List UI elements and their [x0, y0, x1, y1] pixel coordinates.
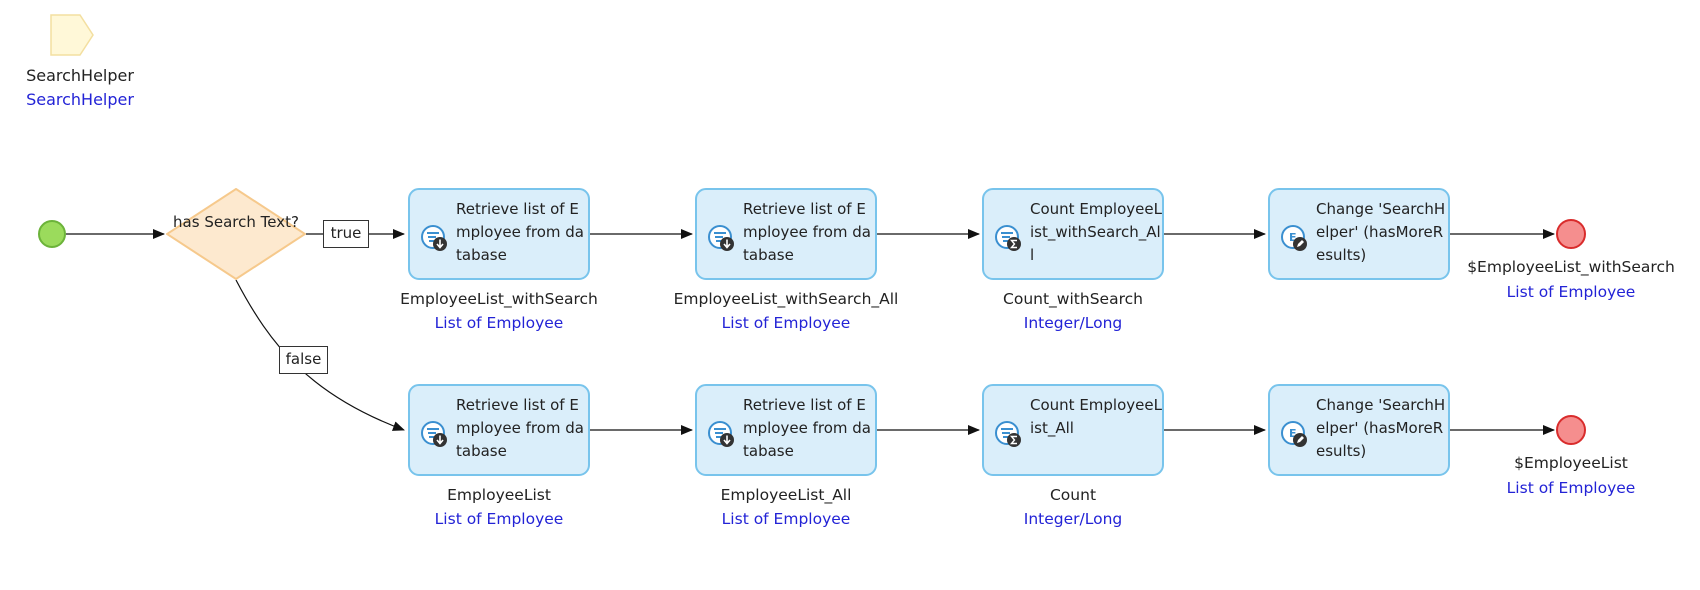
- aggregate-icon: [995, 225, 1021, 251]
- start-event[interactable]: [38, 220, 66, 248]
- output-variable-type: List of Employee: [721, 510, 851, 528]
- return-type: List of Employee: [1506, 479, 1636, 497]
- output-variable-name: EmployeeList_All: [720, 486, 852, 504]
- parameter-type: SearchHelper: [26, 90, 134, 109]
- return-type: List of Employee: [1506, 283, 1636, 301]
- parameter-shape[interactable]: [50, 14, 94, 56]
- retrieve-activity[interactable]: Retrieve list of Employee from database: [408, 384, 590, 476]
- aggregate-activity[interactable]: Count EmployeeList_All: [982, 384, 1164, 476]
- end-event[interactable]: [1556, 415, 1586, 445]
- activity-caption: Count EmployeeList_withSearch_All: [1030, 200, 1162, 264]
- output-variable-name: Count: [1049, 486, 1097, 504]
- retrieve-activity[interactable]: Retrieve list of Employee from database: [408, 188, 590, 280]
- retrieve-icon: [421, 225, 447, 251]
- activity-caption: Count EmployeeList_All: [1030, 396, 1162, 437]
- activity-caption: Retrieve list of Employee from database: [456, 200, 584, 264]
- activity-caption: Retrieve list of Employee from database: [456, 396, 584, 460]
- output-variable-type: List of Employee: [434, 314, 564, 332]
- change-object-icon: E: [1281, 225, 1307, 251]
- end-event[interactable]: [1556, 219, 1586, 249]
- output-variable-type: Integer/Long: [1023, 314, 1123, 332]
- return-value: $EmployeeList_withSearch: [1467, 258, 1675, 276]
- output-variable-name: Count_withSearch: [1003, 290, 1143, 308]
- activity-caption: Retrieve list of Employee from database: [743, 396, 871, 460]
- true-flow-label[interactable]: true: [323, 220, 369, 248]
- output-variable-type: List of Employee: [721, 314, 851, 332]
- svg-text:E: E: [1289, 231, 1297, 244]
- decision-label: has Search Text?: [173, 213, 299, 231]
- aggregate-activity[interactable]: Count EmployeeList_withSearch_All: [982, 188, 1164, 280]
- activity-caption: Change 'SearchHelper' (hasMoreResults): [1316, 396, 1446, 460]
- output-variable-name: EmployeeList_withSearch_All: [673, 290, 899, 308]
- false-flow-label[interactable]: false: [279, 346, 328, 374]
- return-value: $EmployeeList: [1514, 454, 1628, 472]
- retrieve-activity[interactable]: Retrieve list of Employee from database: [695, 384, 877, 476]
- activity-caption: Retrieve list of Employee from database: [743, 200, 871, 264]
- retrieve-activity[interactable]: Retrieve list of Employee from database: [695, 188, 877, 280]
- aggregate-icon: [995, 421, 1021, 447]
- retrieve-icon: [708, 421, 734, 447]
- output-variable-name: EmployeeList_withSearch: [400, 290, 598, 308]
- activity-caption: Change 'SearchHelper' (hasMoreResults): [1316, 200, 1446, 264]
- output-variable-type: List of Employee: [434, 510, 564, 528]
- output-variable-type: Integer/Long: [1023, 510, 1123, 528]
- change-object-activity[interactable]: E Change 'SearchHelper' (hasMoreResults): [1268, 384, 1450, 476]
- parameter-name: SearchHelper: [26, 66, 134, 85]
- decision-shape[interactable]: [166, 188, 306, 280]
- change-object-icon: E: [1281, 421, 1307, 447]
- svg-text:E: E: [1289, 427, 1297, 440]
- change-object-activity[interactable]: E Change 'SearchHelper' (hasMoreResults): [1268, 188, 1450, 280]
- retrieve-icon: [421, 421, 447, 447]
- retrieve-icon: [708, 225, 734, 251]
- output-variable-name: EmployeeList: [447, 486, 551, 504]
